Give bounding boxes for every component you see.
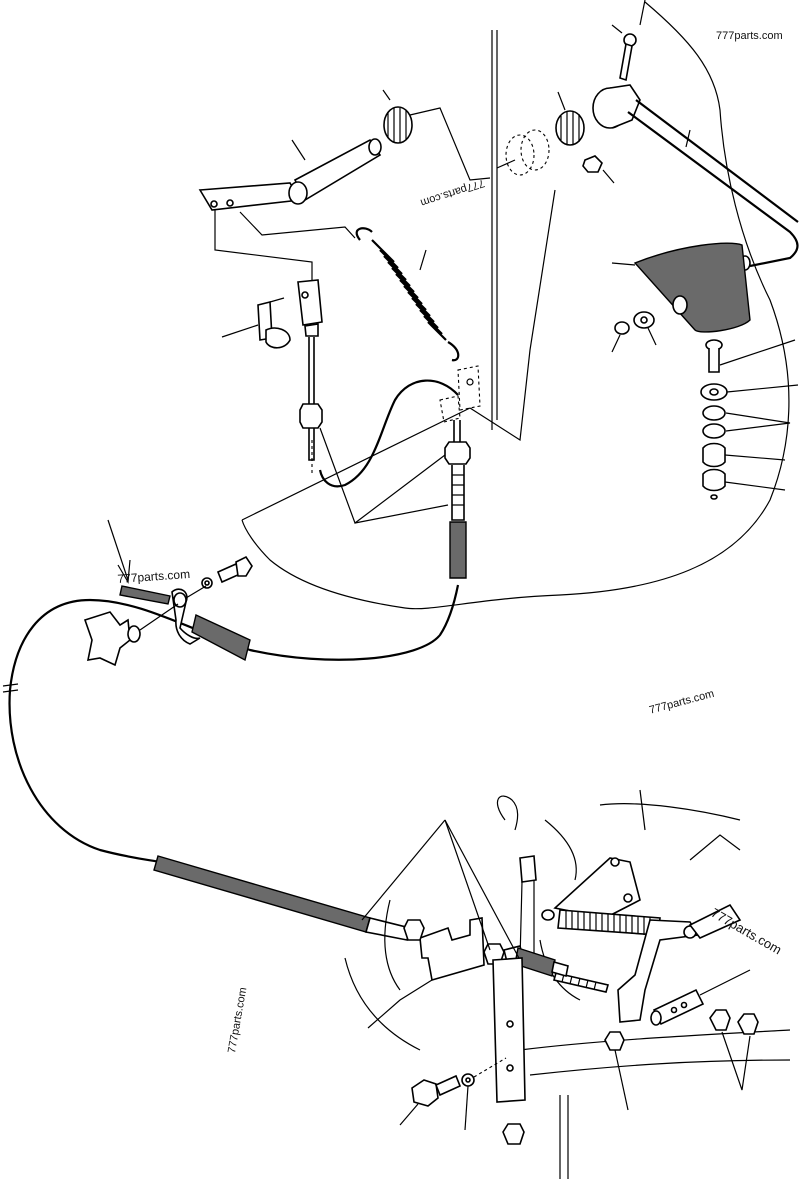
pedal-shaft-rod [592, 84, 799, 271]
strap-bolt [399, 1074, 462, 1126]
circlip [611, 321, 630, 353]
lock-washers-pair [702, 405, 791, 439]
leader-lines-upper [214, 210, 356, 285]
link-nuts-pair [709, 1009, 759, 1091]
clamp-bolt-top [611, 0, 646, 82]
return-spring-upper [355, 227, 460, 362]
cable-clip-p-clamp [107, 519, 251, 662]
throttle-cable [2, 584, 460, 941]
splined-bushing-left [382, 89, 491, 181]
dashed-bearing-sleeve [496, 129, 550, 176]
link-rod [650, 969, 751, 1026]
splined-bushing-right [555, 91, 585, 146]
pedal-lever-arm [198, 138, 382, 211]
stop-screw [705, 339, 796, 373]
spring-bracket-dashed [439, 365, 481, 423]
hex-nut-upper [702, 442, 786, 468]
cab-outline [241, 1, 790, 610]
support-strap [492, 957, 526, 1103]
strap-washer [461, 1057, 507, 1131]
cable-lock-nuts [299, 403, 449, 524]
cable-mount-bracket-lower [367, 917, 485, 1029]
watermark-top-right: 777parts.com [716, 30, 783, 42]
lower-engine-contours [344, 789, 791, 1179]
engine-return-spring [541, 909, 661, 936]
dipstick [496, 795, 537, 961]
flat-washer-large [700, 383, 799, 401]
throttle-cable-upper-end [444, 420, 471, 579]
cable-clamp-washer [201, 577, 213, 589]
clevis-pin-clip [221, 297, 291, 349]
link-bolt-nut [604, 1031, 629, 1111]
cable-loop-upper [318, 379, 459, 488]
strap-nut [502, 1123, 525, 1145]
cable-clamp-bolt [185, 555, 253, 599]
throttle-lever-link [617, 903, 742, 1023]
cable-adjuster-rod [552, 972, 610, 993]
cable-mount-bracket [83, 603, 179, 667]
engine-bracket-plate [553, 857, 641, 919]
pedal-washer [633, 311, 657, 346]
clamp-nut [582, 155, 615, 184]
pedal-pad-ribbed [611, 242, 751, 333]
cable-clevis [297, 279, 323, 461]
hex-nut-lower [702, 468, 786, 500]
